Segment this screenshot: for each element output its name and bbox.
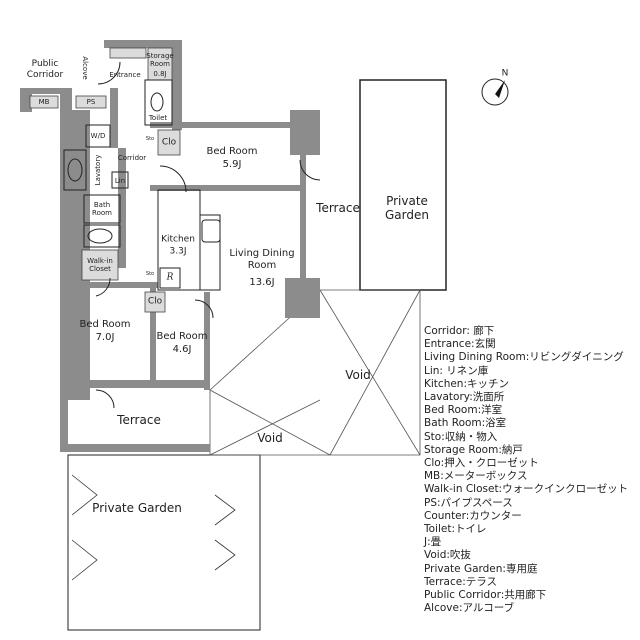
terrace-bottom-label: Terrace [117, 413, 161, 427]
legend-item: MB:メーターボックス [424, 470, 528, 483]
legend-item: Public Corridor:共用廊下 [424, 589, 547, 602]
legend-item: Lin: リネン庫 [424, 364, 489, 377]
lin-label: Lin [114, 177, 126, 185]
legend-item: Alcove:アルコーブ [424, 602, 515, 615]
bedroom-2-size: 7.0J [95, 332, 115, 343]
private-garden-bottom-outline [67, 454, 261, 631]
legend-item: Living Dining Room:リビングダイニング [424, 351, 624, 364]
storage-blocks [29, 47, 181, 313]
legend-item: Bath Room:浴室 [424, 417, 507, 430]
kitchen-label: Kitchen [161, 234, 195, 245]
compass-icon [481, 78, 509, 106]
storage-room-size: 0.8J [153, 70, 167, 78]
legend-item: Private Garden:専用庭 [424, 562, 538, 575]
sto-label-1: Sto [145, 136, 155, 142]
legend-item: Storage Room:納戸 [424, 443, 523, 456]
entrance-label: Entrance [109, 71, 141, 79]
private-garden-top-outline [359, 79, 447, 291]
legend-item: Toilet:トイレ [424, 523, 487, 536]
legend-item: PS:パイプスペース [424, 496, 513, 509]
clo-label-2: Clo [147, 296, 163, 307]
alcove-label: Alcove [81, 56, 89, 80]
legend-item: Clo:押入・クローゼット [424, 457, 539, 470]
legend-item: Void:吹抜 [424, 549, 471, 562]
compass-north-label: N [501, 68, 509, 79]
legend-item: Bed Room:洋室 [424, 404, 503, 417]
void-label-1: Void [345, 368, 371, 382]
corridor-label: Corridor [117, 154, 147, 162]
legend-item: Kitchen:キッチン [424, 377, 509, 390]
bedroom-1-size: 5.9J [222, 159, 242, 170]
mb-label: MB [38, 98, 50, 106]
legend-item: Walk-in Closet:ウォークインクローゼット [424, 483, 629, 496]
legend-item: J:畳 [424, 536, 442, 549]
fridge-label: R [166, 272, 174, 283]
public-corridor-label: Public Corridor [26, 59, 64, 80]
interior-lines [63, 61, 321, 409]
lavatory-label: Lavatory [94, 154, 102, 186]
wd-label: W/D [90, 132, 106, 140]
bedroom-2-label: Bed Room [79, 319, 131, 330]
void-label-2: Void [257, 431, 283, 445]
legend-item: Corridor: 廊下 [424, 325, 495, 337]
private-garden-top-label: Private Garden [385, 194, 429, 222]
bath-room-label: Bath Room [92, 201, 112, 217]
ps-label: PS [86, 98, 96, 106]
bedroom-3-label: Bed Room [156, 331, 208, 342]
legend-item: Counter:カウンター [424, 509, 522, 522]
kitchen-size: 3.3J [169, 246, 187, 257]
terrace-top-label: Terrace [316, 201, 360, 215]
legend-item: Terrace:テラス [424, 575, 498, 588]
legend-item: Lavatory:洗面所 [424, 391, 505, 404]
storage-room-label: Storage Room [146, 52, 174, 68]
private-garden-bottom-label: Private Garden [92, 501, 182, 515]
living-size: 13.6J [249, 277, 275, 288]
legend-item: Sto:収納・物入 [424, 430, 498, 443]
bedroom-3-size: 4.6J [172, 344, 192, 355]
sto-label-2: Sto [145, 271, 155, 277]
bedroom-1-label: Bed Room [206, 146, 258, 157]
living-label: Living Dining Room [229, 248, 295, 271]
clo-label-1: Clo [161, 137, 177, 148]
toilet-label: Toilet [148, 114, 168, 122]
walkin-closet-label: Walk-in Closet [87, 257, 113, 273]
garden-doors [71, 474, 236, 581]
legend-item: Entrance:玄関 [424, 338, 496, 351]
